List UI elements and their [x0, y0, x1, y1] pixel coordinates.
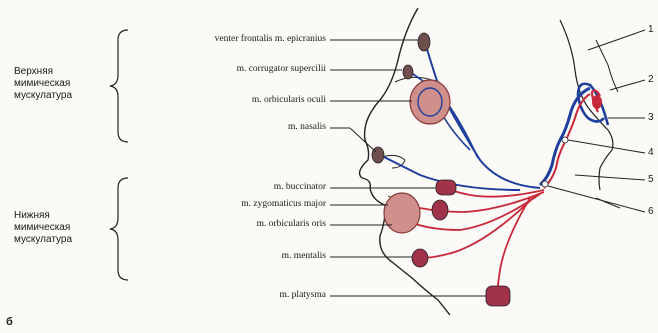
- number-2: 2: [648, 74, 654, 85]
- lower-group-line2: мимическая: [14, 222, 72, 234]
- upper-group-line3: мускулатура: [14, 90, 72, 102]
- lower-group-line1: Нижняя: [14, 210, 72, 222]
- label-mentalis: m. mentalis: [282, 251, 326, 261]
- ear-outline: [560, 20, 613, 190]
- upper-group-brace: [110, 30, 128, 142]
- number-4: 4: [648, 147, 654, 158]
- upper-group-line2: мимическая: [14, 78, 72, 90]
- muscle-frontalis: [418, 33, 430, 51]
- label-buccinator: m. buccinator: [274, 182, 326, 192]
- muscle-buccinator: [436, 180, 456, 195]
- label-orbicularis-oculi: m. orbicularis oculi: [252, 95, 326, 105]
- nerve-node-4: [562, 137, 568, 143]
- number-3: 3: [648, 112, 654, 123]
- ear-outline-2: [596, 40, 618, 92]
- figure-letter: б: [6, 316, 13, 328]
- muscle-orbicularis-oris: [384, 193, 420, 233]
- number-6: 6: [648, 206, 654, 217]
- nerve-node-6: [542, 181, 548, 187]
- label-nasalis: m. nasalis: [288, 122, 326, 132]
- number-1: 1: [648, 24, 654, 35]
- muscle-corrugator: [403, 65, 413, 79]
- label-venter-frontalis: venter frontalis m. epicranius: [215, 34, 326, 44]
- lower-group-line3: мускулатура: [14, 234, 72, 246]
- upper-group-label: Верхняя мимическая мускулатура: [14, 66, 72, 102]
- upper-group-line1: Верхняя: [14, 66, 72, 78]
- label-corrugator: m. corrugator supercilii: [237, 64, 326, 74]
- lower-group-label: Нижняя мимическая мускулатура: [14, 210, 72, 246]
- label-orbicularis-oris: m. orbicularis oris: [257, 219, 326, 229]
- muscle-zygomaticus: [432, 200, 448, 220]
- branch-platysma: [497, 198, 530, 292]
- muscle-orbicularis-oculi: [410, 80, 450, 124]
- muscle-mentalis: [412, 249, 428, 267]
- lower-group-brace: [110, 178, 128, 280]
- label-platysma: m. platysma: [280, 290, 326, 300]
- nucleus-marker: [592, 95, 602, 109]
- label-zygomaticus: m. zygomaticus major: [241, 199, 326, 209]
- number-5: 5: [648, 174, 654, 185]
- muscle-platysma: [486, 286, 510, 306]
